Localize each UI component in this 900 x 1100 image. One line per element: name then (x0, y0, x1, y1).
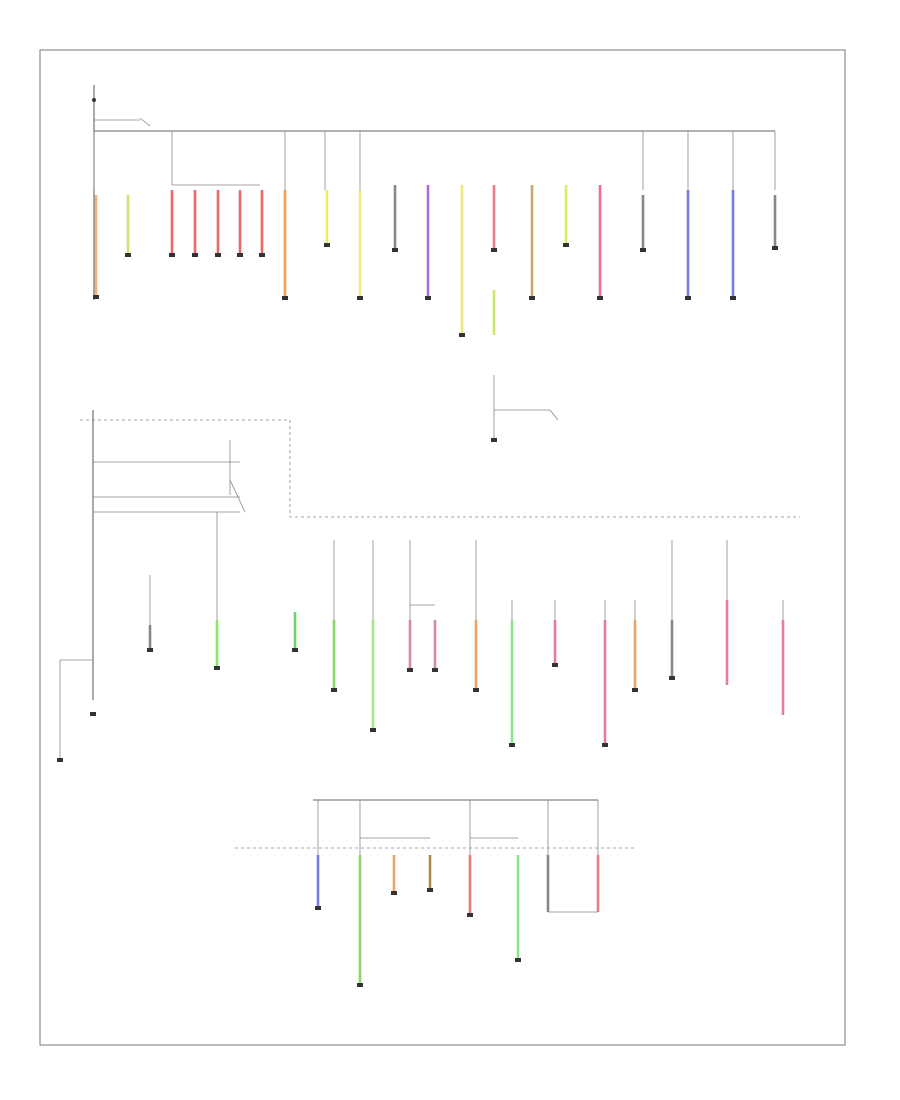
upper-switch-contact (139, 117, 151, 127)
upper-fuse-taps (93, 131, 776, 190)
upper-branch-wires (94, 185, 777, 335)
middle-fuse-taps (149, 540, 784, 640)
middle-grounds (147, 648, 675, 747)
lower-fuse-taps (317, 800, 599, 855)
upper-section (58, 64, 778, 442)
middle-dashed-box (80, 419, 800, 518)
upper-supply-node (92, 98, 96, 102)
middle-section (57, 410, 800, 762)
lower-section (235, 799, 635, 987)
lower-branch-wires (316, 855, 600, 985)
upper-splice-end (549, 409, 559, 421)
middle-relay-contact (229, 479, 246, 513)
middle-ground-a (57, 758, 63, 762)
middle-branch-wires (148, 600, 785, 745)
upper-grounds (93, 243, 778, 337)
diagram-frame (39, 49, 846, 1046)
middle-ground-b (90, 712, 96, 716)
upper-source-label (58, 64, 118, 78)
upper-splice-ground (491, 438, 497, 442)
lower-grounds (315, 888, 521, 987)
